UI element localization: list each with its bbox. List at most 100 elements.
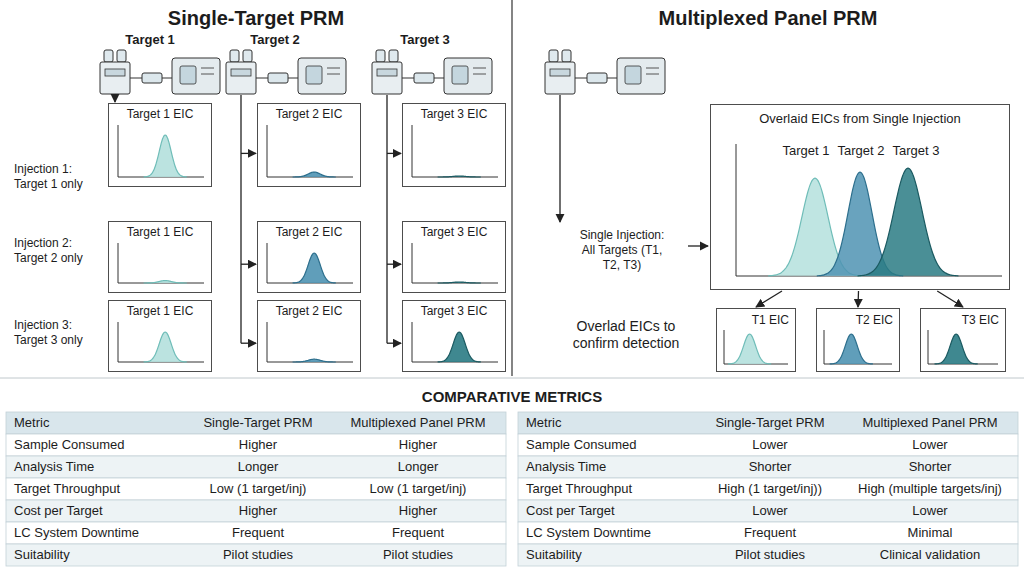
table-cell: Target Throughput xyxy=(14,481,120,497)
injection-label: Single Injection: All Targets (T1, T2, T… xyxy=(572,228,672,273)
chart-axes xyxy=(267,125,353,177)
flow-arrow xyxy=(688,245,708,246)
flow-arrow xyxy=(114,95,115,102)
lc-ms-instrument xyxy=(545,50,665,94)
table-row xyxy=(518,434,1018,456)
table-cell: Higher xyxy=(239,503,277,519)
flow-arrow xyxy=(241,343,256,344)
ms-detail xyxy=(646,74,659,75)
table-cell: Sample Consumed xyxy=(526,437,637,453)
eic-label: T3 EIC xyxy=(962,313,999,327)
eic-label: Target 1 EIC xyxy=(127,225,194,239)
divider xyxy=(0,378,1024,379)
chart-axes xyxy=(118,125,204,177)
chart-axes xyxy=(267,322,353,362)
target-label: Target 3 xyxy=(400,32,450,48)
connector-arrow xyxy=(937,291,963,307)
tubing xyxy=(607,78,617,79)
lc-column xyxy=(414,73,434,83)
eic-panel: Target 2 EIC xyxy=(257,221,361,293)
chart-axes xyxy=(928,330,998,364)
eic-panel: Target 3 EIC xyxy=(402,300,506,372)
annotation: Overlad EICs to confirm detection xyxy=(556,318,696,352)
eic-panel: Target 2 EIC xyxy=(257,300,361,372)
solvent-bottle xyxy=(389,50,398,62)
mass-spectrometer xyxy=(298,58,346,94)
table-cell: Minimal xyxy=(908,525,953,541)
tubing xyxy=(256,78,268,79)
eic-label: Target 2 EIC xyxy=(276,107,343,121)
table-cell: Frequent xyxy=(232,525,284,541)
pump-panel xyxy=(550,69,570,76)
flow-arrow xyxy=(559,95,560,222)
table-cell: Lower xyxy=(912,437,947,453)
table-cell: Low (1 target/inj) xyxy=(210,481,307,497)
peak-label: Target 2 xyxy=(838,143,885,159)
table-cell: Suitability xyxy=(526,547,582,563)
chart-axes xyxy=(736,144,1002,276)
eic-panel: T2 EIC xyxy=(816,308,900,372)
flow-line xyxy=(240,95,241,343)
mass-spectrometer xyxy=(172,58,220,94)
table-row xyxy=(6,412,506,434)
chromatogram-peak xyxy=(144,332,187,362)
table-cell: Longer xyxy=(238,459,278,475)
pump-panel xyxy=(231,69,251,76)
solvent-bottle xyxy=(562,50,571,62)
lc-pump xyxy=(226,62,256,94)
eic-label: Target 2 EIC xyxy=(276,304,343,318)
chart-axes xyxy=(267,243,353,283)
table-cell: Metric xyxy=(14,415,49,431)
chart-axes xyxy=(824,330,892,364)
eic-panel: Target 1 EIC xyxy=(108,221,212,293)
eic-panel: Target 3 EIC xyxy=(402,103,506,187)
eic-panel: Target 1 EIC xyxy=(108,103,212,187)
chromatogram-peak xyxy=(438,332,481,362)
chromatogram-peak xyxy=(293,253,336,283)
divider xyxy=(511,0,512,376)
tubing xyxy=(162,78,172,79)
eic-panel: Target 3 EIC xyxy=(402,221,506,293)
chromatogram-peak xyxy=(144,135,187,177)
table-row xyxy=(518,412,1018,434)
lc-column xyxy=(587,73,607,83)
chromatogram-peak xyxy=(728,334,771,364)
solvent-bottle xyxy=(117,50,126,62)
peak-label: Target 3 xyxy=(893,143,940,159)
flow-arrow xyxy=(387,343,401,344)
flow-line xyxy=(386,95,387,343)
lc-pump xyxy=(372,62,402,94)
eic-label: Target 3 EIC xyxy=(421,225,488,239)
tubing xyxy=(575,78,587,79)
lc-pump xyxy=(545,62,575,94)
table-cell: Analysis Time xyxy=(14,459,94,475)
eic-panel: Target 1 EIC xyxy=(108,300,212,372)
table-row xyxy=(518,544,1018,566)
chromatogram-peak xyxy=(858,168,959,276)
table-row xyxy=(6,500,506,522)
table-row xyxy=(6,456,506,478)
table-cell: Suitability xyxy=(14,547,70,563)
target-label: Target 2 xyxy=(250,32,300,48)
table-cell: Longer xyxy=(398,459,438,475)
table-cell: Frequent xyxy=(744,525,796,541)
ms-detail xyxy=(473,74,486,75)
pump-panel xyxy=(105,69,125,76)
table-row xyxy=(6,544,506,566)
table-cell: Target Throughput xyxy=(526,481,632,497)
ms-detail xyxy=(201,68,214,69)
table-cell: Low (1 target/inj) xyxy=(370,481,467,497)
eic-label: Target 3 EIC xyxy=(421,304,488,318)
table-cell: Lower xyxy=(752,437,787,453)
table-cell: Multiplexed Panel PRM xyxy=(862,415,997,431)
ms-detail xyxy=(473,68,486,69)
chromatogram-peak xyxy=(438,175,481,177)
table-row xyxy=(518,500,1018,522)
solvent-bottle xyxy=(230,50,239,62)
lc-column xyxy=(268,73,288,83)
table-row xyxy=(518,478,1018,500)
target-label: Target 1 xyxy=(125,32,175,48)
solvent-bottle xyxy=(376,50,385,62)
connector-arrow xyxy=(857,291,859,307)
flow-arrow xyxy=(387,153,401,154)
